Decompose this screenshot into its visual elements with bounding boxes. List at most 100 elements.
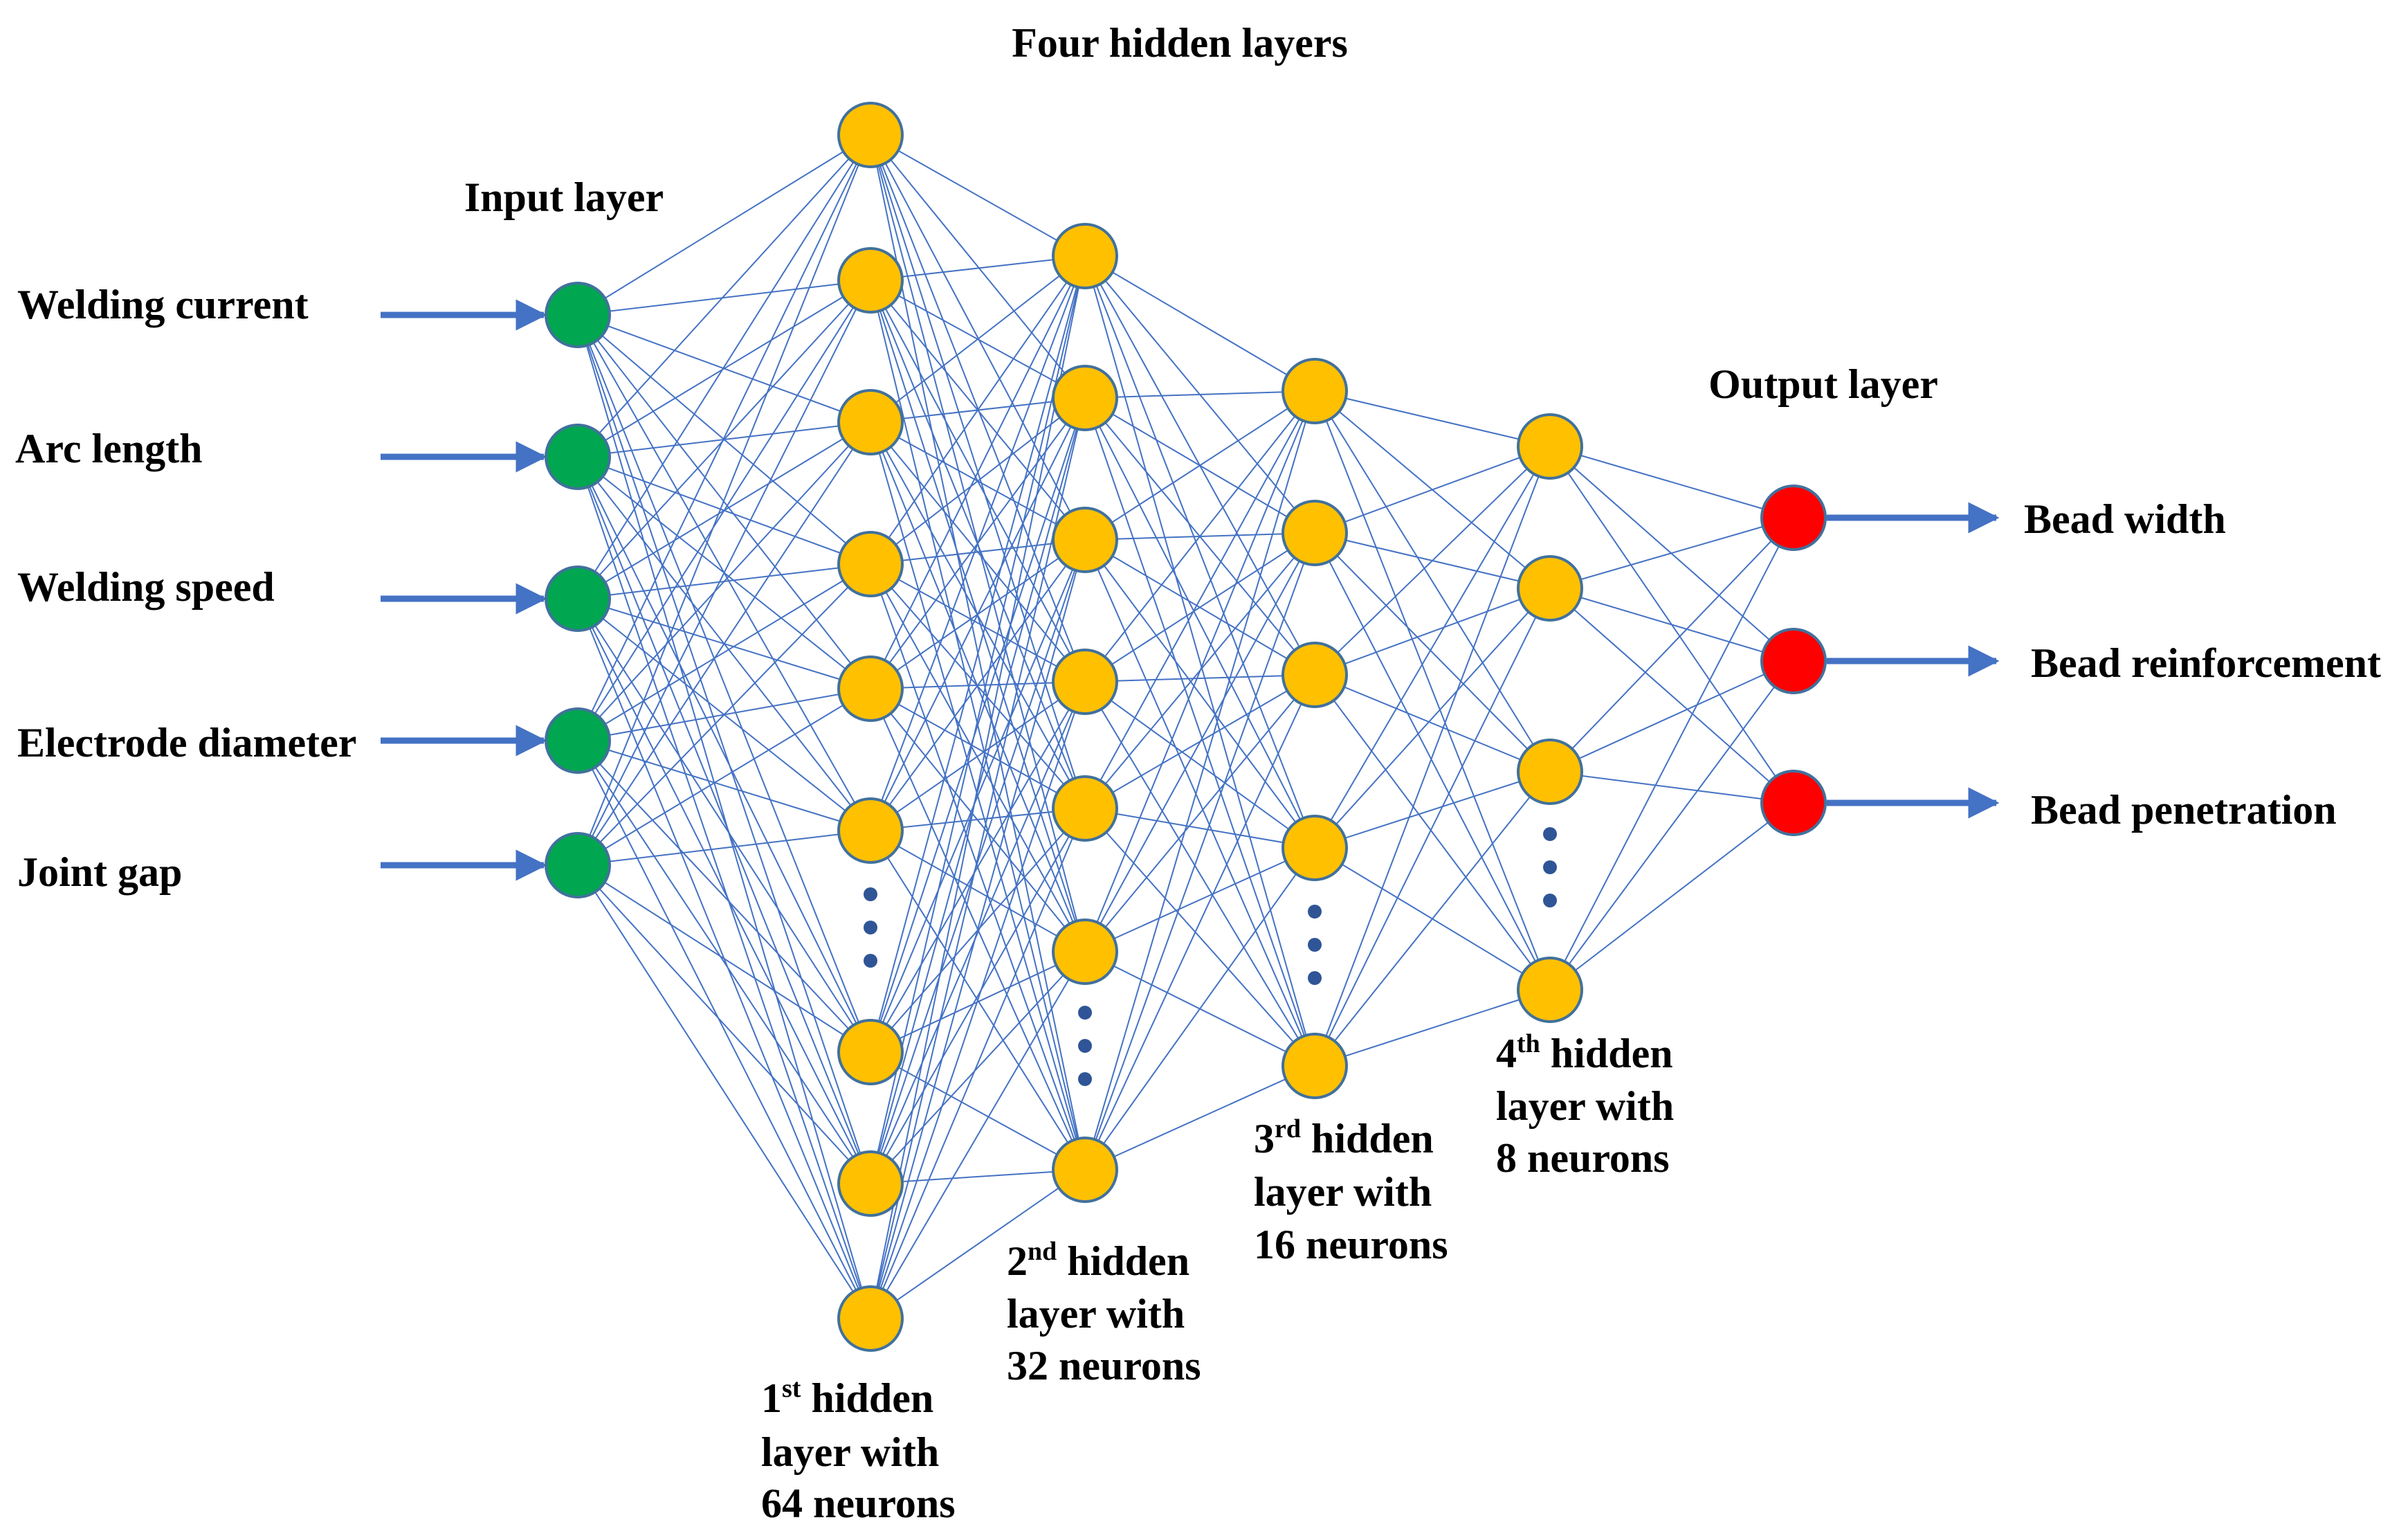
neuron-h1-7 [837,1019,904,1085]
connection-input-4-h1-7 [577,865,871,1184]
neuron-h3-4 [1281,815,1348,881]
neuron-h4-3 [1517,739,1583,805]
connection-h1-6-h2-3 [870,681,1086,1053]
connection-input-4-h1-1 [577,280,871,866]
connection-h1-4-h2-0 [870,255,1086,689]
ellipsis-dot-h1-1 [864,887,877,901]
connection-h4-1-output-1 [1549,588,1794,662]
input-layer-label: Input layer [464,174,664,220]
hidden-layer-3-caption: 3rd hidden layer with 16 neurons [1254,1114,1448,1267]
connection-h1-3-h2-1 [870,397,1086,565]
connection-h3-4-h4-3 [1314,989,1551,1067]
connection-h2-1-h3-3 [1084,397,1315,849]
connection-h3-1-h4-0 [1314,446,1551,534]
connection-input-3-h1-5 [577,740,871,831]
connection-input-4-h1-4 [577,688,871,866]
neuron-h2-3 [1052,507,1118,573]
connection-h2-4-h3-0 [1084,390,1315,809]
connection-input-0-h1-1 [577,280,871,316]
connection-h2-6-h3-2 [1084,674,1315,1170]
connection-h2-5-h3-3 [1084,847,1315,952]
hidden-layer-4-line1: 4th hidden [1496,1029,1673,1076]
connection-h4-2-output-0 [1549,517,1794,772]
connection-h3-3-h4-2 [1314,771,1551,849]
connection-input-4-h1-5 [577,830,871,866]
connection-h2-6-h3-3 [1084,847,1315,1170]
connection-input-0-h1-0 [577,134,871,316]
neuron-h3-5 [1281,1033,1348,1099]
connection-h1-0-h2-2 [870,134,1086,541]
connection-h3-4-h4-2 [1314,771,1551,1067]
connection-h1-7-h2-0 [870,255,1086,1184]
neuron-h2-2 [1052,365,1118,431]
connection-h1-7-h2-4 [870,808,1086,1184]
connection-h2-2-h3-4 [1084,539,1315,1067]
hidden-layer-1-line2: layer with [761,1429,939,1475]
connection-input-4-h1-2 [577,422,871,866]
neuron-h4-1 [1517,413,1583,480]
neuron-h1-6 [837,797,904,864]
connection-input-3-h1-6 [577,740,871,1053]
neuron-output-3 [1760,770,1827,836]
connection-h2-3-h3-2 [1084,674,1315,682]
connection-h1-7-h2-3 [870,681,1086,1184]
neuron-h3-3 [1281,642,1348,708]
input-label-joint-gap: Joint gap [17,849,182,895]
ellipsis-dot-h2-2 [1078,1039,1092,1053]
output-layer-label: Output layer [1708,361,1938,407]
hidden-layer-2-line2: layer with [1007,1291,1185,1337]
connection-h3-0-h4-0 [1314,390,1551,447]
neuron-input-5 [545,832,611,898]
ellipsis-dot-h4-3 [1543,894,1557,907]
connection-input-0-h1-8 [577,314,871,1319]
hidden-layer-3-line1: 3rd hidden [1254,1114,1434,1161]
connection-h2-0-h3-0 [1084,255,1315,392]
connection-h1-6-h2-1 [870,397,1086,1053]
input-label-arc-length: Arc length [15,426,203,471]
ellipsis-dot-h3-3 [1308,971,1322,985]
output-label-bead-reinforcement: Bead reinforcement [2031,640,2381,686]
connection-h2-5-h3-1 [1084,532,1315,952]
neuron-h1-1 [837,102,904,168]
connection-h2-6-h3-0 [1084,390,1315,1170]
neuron-h1-2 [837,247,904,314]
connection-h4-3-output-1 [1549,660,1794,990]
connection-h3-0-h4-2 [1314,390,1551,772]
ellipsis-dots [864,827,1557,1086]
ellipsis-dot-h1-2 [864,921,877,934]
connection-h4-3-output-0 [1549,517,1794,990]
connection-h1-3-h2-3 [870,563,1086,682]
neuron-output-2 [1760,628,1827,694]
neuron-h3-1 [1281,358,1348,424]
connection-h1-3-h2-0 [870,255,1086,565]
connection-h2-1-h3-0 [1084,390,1315,399]
ellipsis-dot-h4-2 [1543,860,1557,874]
connection-input-2-h1-0 [577,134,871,599]
connection-input-4-h1-8 [577,865,871,1319]
connection-h1-7-h2-6 [870,1169,1086,1184]
connection-h1-5-h2-5 [870,830,1086,952]
connection-h2-3-h3-1 [1084,532,1315,682]
connection-h3-4-h4-0 [1314,446,1551,1067]
neuron-h2-7 [1052,1137,1118,1203]
connection-h2-4-h3-3 [1084,808,1315,849]
connection-h2-0-h3-3 [1084,255,1315,849]
connection-h1-2-h2-0 [870,255,1086,423]
connection-h1-6-h2-0 [870,255,1086,1053]
connection-h1-8-h2-5 [870,951,1086,1319]
neuron-input-2 [545,424,611,490]
hidden-layer-1-line1: 1st hidden [761,1374,933,1421]
connection-h2-5-h3-2 [1084,674,1315,952]
diagram-title: Four hidden layers [1012,20,1348,66]
connection-h1-7-h2-2 [870,539,1086,1184]
connection-h1-8-h2-4 [870,808,1086,1319]
connection-h1-5-h2-2 [870,539,1086,831]
hidden-layer-2-line1: 2nd hidden [1007,1237,1189,1284]
neuron-h4-4 [1517,957,1583,1023]
connection-h2-5-h3-0 [1084,390,1315,952]
neuron-input-3 [545,566,611,632]
neuron-h4-2 [1517,555,1583,622]
connection-h2-1-h3-4 [1084,397,1315,1067]
connection-input-3-h1-2 [577,422,871,741]
connection-h1-8-h2-3 [870,681,1086,1319]
